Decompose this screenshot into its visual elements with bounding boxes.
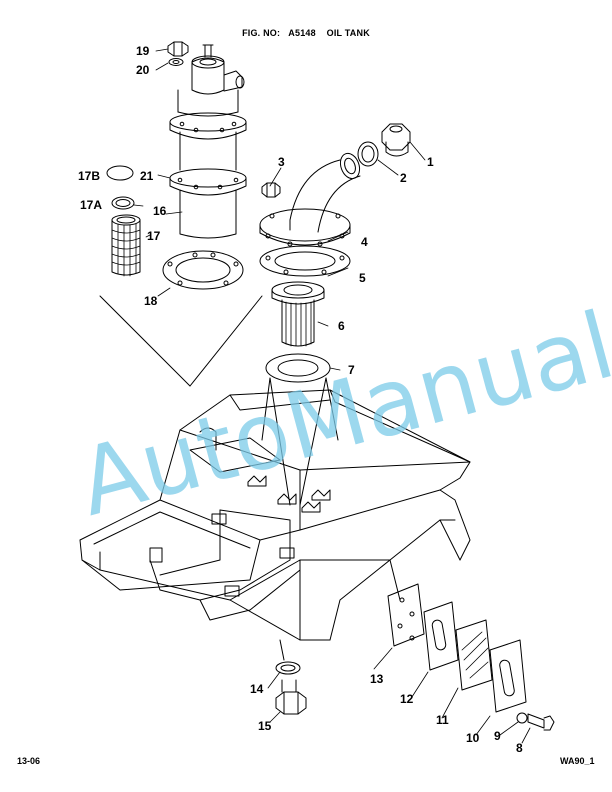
callout-18: 18 bbox=[144, 294, 158, 308]
callout-8: 8 bbox=[516, 741, 523, 755]
figure-name: OIL TANK bbox=[326, 28, 370, 38]
callout-20: 20 bbox=[136, 63, 150, 77]
bolt-8 bbox=[527, 713, 555, 731]
o-ring-17b bbox=[106, 165, 134, 181]
gasket-12 bbox=[423, 601, 459, 671]
drain-plug bbox=[275, 661, 307, 715]
strainer-6 bbox=[281, 299, 315, 347]
o-ring-17a bbox=[111, 196, 135, 210]
nut-3 bbox=[261, 182, 281, 198]
callout-7: 7 bbox=[348, 363, 355, 377]
fig-no-label: FIG. NO: bbox=[242, 28, 281, 38]
nut-19 bbox=[167, 41, 189, 57]
tank-body bbox=[79, 389, 471, 661]
callout-15: 15 bbox=[258, 719, 272, 733]
gasket-2 bbox=[357, 141, 379, 167]
callout-11: 11 bbox=[436, 713, 449, 727]
callout-12: 12 bbox=[400, 692, 414, 706]
callout-numbers: 19 20 17B 21 17A 16 17 18 3 1 2 4 5 6 7 … bbox=[78, 44, 523, 755]
callout-1: 1 bbox=[427, 155, 434, 169]
washer-9 bbox=[516, 712, 528, 724]
callout-9: 9 bbox=[494, 729, 501, 743]
callout-19: 19 bbox=[136, 44, 150, 58]
fig-no: A5148 bbox=[288, 28, 316, 38]
callout-17b: 17B bbox=[78, 169, 100, 183]
gasket-14 bbox=[275, 661, 301, 675]
washer-20 bbox=[168, 58, 184, 66]
callout-5: 5 bbox=[359, 271, 366, 285]
callout-3: 3 bbox=[278, 155, 285, 169]
flange-4 bbox=[259, 208, 351, 242]
callout-4: 4 bbox=[361, 235, 368, 249]
plate-13 bbox=[387, 583, 425, 647]
callout-14: 14 bbox=[250, 682, 264, 696]
callout-17a: 17A bbox=[80, 198, 102, 212]
plug-15 bbox=[281, 679, 297, 693]
callout-16: 16 bbox=[153, 204, 167, 218]
callout-leaders bbox=[133, 48, 531, 744]
callout-10: 10 bbox=[466, 731, 480, 745]
strainer-17 bbox=[111, 219, 141, 276]
figure-title: FIG. NO: A5148 OIL TANK bbox=[0, 28, 612, 38]
callout-17: 17 bbox=[147, 229, 161, 243]
callout-21: 21 bbox=[140, 169, 154, 183]
suction-assembly bbox=[99, 41, 263, 387]
callout-2: 2 bbox=[400, 171, 407, 185]
cover-10 bbox=[489, 639, 527, 713]
gasket-5 bbox=[259, 245, 351, 277]
page-number: 13-06 bbox=[17, 756, 41, 766]
figure-code: WA90_1 bbox=[560, 756, 595, 766]
sight-gauge-assembly bbox=[387, 583, 555, 731]
glass-11 bbox=[455, 619, 493, 691]
callout-13: 13 bbox=[370, 672, 384, 686]
callout-6: 6 bbox=[338, 319, 345, 333]
gasket-18 bbox=[162, 250, 244, 290]
